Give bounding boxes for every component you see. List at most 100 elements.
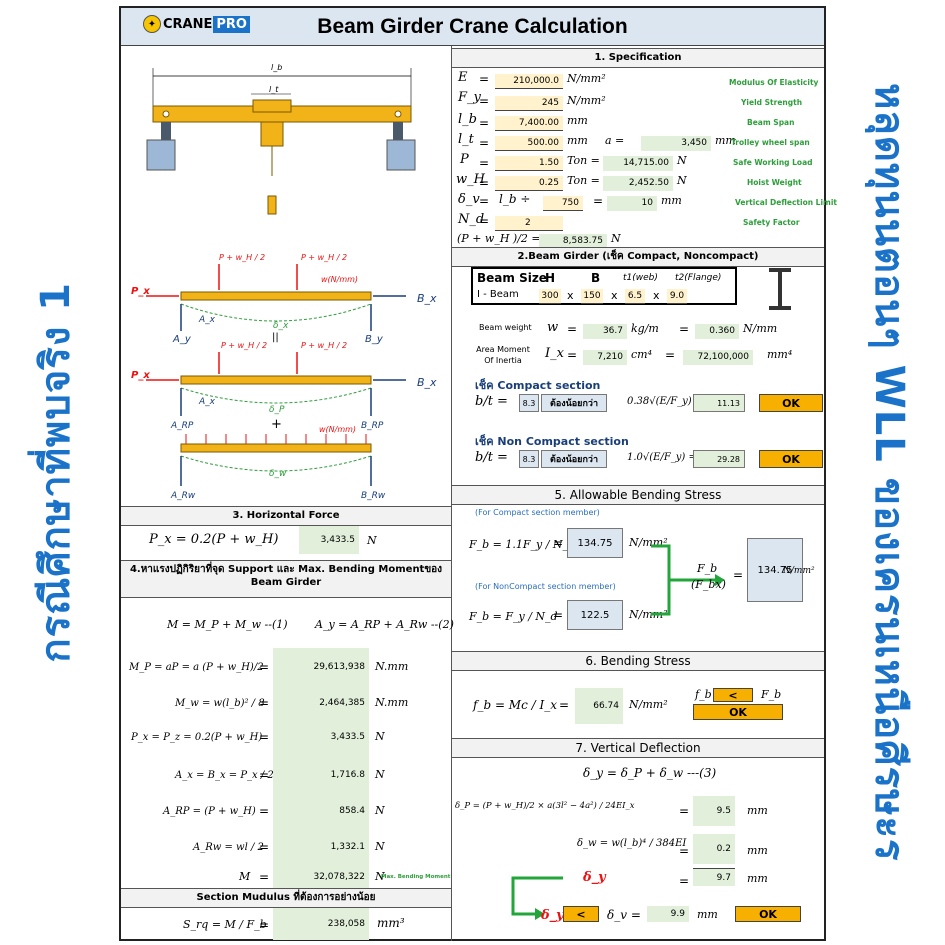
svg-text:P_x: P_x	[131, 370, 150, 381]
deflection-compare-badge: <	[563, 906, 599, 922]
lt-symbol: l_t	[458, 132, 474, 147]
lt-value[interactable]: 500.00	[495, 136, 563, 151]
column-divider	[451, 46, 452, 941]
allowable-stress-header: 5. Allowable Bending Stress	[452, 485, 824, 505]
svg-text:+: +	[271, 417, 282, 432]
wh-symbol: w_H	[456, 172, 485, 187]
half-load-value: 8,583.75	[539, 234, 607, 249]
fy-symbol: F_y	[458, 90, 481, 105]
logo-text-pro: PRO	[213, 15, 250, 33]
svg-text:w(N/mm): w(N/mm)	[321, 275, 358, 284]
wh-value[interactable]: 0.25	[495, 176, 563, 191]
reaction-header: 4.หาแรงปฏิกิริยาที่จุด Support และ Max. …	[121, 560, 451, 598]
svg-text:B_y: B_y	[365, 334, 384, 345]
svg-text:A_x: A_x	[198, 315, 216, 325]
logo-text: CRANE	[163, 16, 213, 32]
spec-header: 1. Specification	[452, 48, 824, 68]
svg-text:B_x: B_x	[417, 292, 437, 305]
svg-text:w(N/mm): w(N/mm)	[319, 425, 356, 434]
rail-support-right	[386, 139, 416, 171]
deflection-w-value: 0.2	[693, 834, 735, 864]
section-modulus-header: Section Mudulus ที่ต้องการอย่างน้อย	[121, 888, 451, 908]
left-side-caption: กรณีศึกษาที่พบจริง 1	[33, 282, 79, 663]
deflection-limit-value: 9.9	[647, 906, 689, 922]
page-title: Beam Girder Crane Calculation	[317, 14, 628, 38]
svg-text:P + w_H / 2: P + w_H / 2	[301, 341, 347, 350]
dv-symbol: δ_v	[458, 192, 480, 207]
rail-support-left	[146, 139, 176, 171]
svg-text:B_RP: B_RP	[361, 421, 384, 431]
fy-value[interactable]: 245	[495, 96, 563, 111]
fb-noncompact-value: 122.5	[567, 600, 623, 630]
selection-arrow	[651, 544, 725, 616]
e-value[interactable]: 210,000.0	[495, 74, 563, 89]
a-value[interactable]: 3,450	[641, 136, 711, 151]
beam-diagram: l_b l_t P + w_H / 2 P + w_H / 2 w(N/mm) …	[131, 63, 437, 501]
end-truck-left	[161, 122, 171, 140]
beam-size-box: Beam Size H B t1(web) t2(Flange) I - Bea…	[471, 267, 737, 305]
svg-text:A_y: A_y	[172, 334, 192, 345]
lb-value[interactable]: 7,400.00	[495, 116, 563, 131]
fb-selected-value: 134.75	[747, 538, 803, 602]
nd-symbol: N_d	[458, 212, 485, 227]
svg-text:P + w_H / 2: P + w_H / 2	[221, 341, 267, 350]
hook	[267, 195, 277, 215]
deflection-header: 7. Vertical Deflection	[452, 738, 824, 758]
results-column	[273, 648, 369, 892]
load-diagram-2: P + w_H / 2 P + w_H / 2 P_x δ_P A_RP B_R…	[131, 341, 437, 432]
svg-text:δ_w: δ_w	[269, 469, 287, 479]
ax-value: 1,716.8	[330, 770, 365, 780]
lb-dimension-label: l_b	[271, 63, 282, 72]
horizontal-force-value: 3,433.5	[299, 526, 359, 554]
deflection-total-value: 9.7	[693, 868, 735, 886]
compact-ok-badge: OK	[759, 394, 823, 412]
nd-value[interactable]: 2	[495, 216, 563, 231]
svg-text:A_RP: A_RP	[170, 421, 194, 431]
deflection-p-value: 9.5	[693, 796, 735, 826]
svg-text:A_x: A_x	[198, 397, 216, 407]
svg-text:B_Rw: B_Rw	[361, 491, 386, 501]
svg-text:B_x: B_x	[417, 376, 437, 389]
mp-value: 29,613,938	[313, 662, 365, 672]
hoist	[260, 121, 284, 147]
max-moment-value: 32,078,322	[313, 872, 365, 882]
lt-dimension-label: l_t	[269, 85, 279, 94]
arw-value: 1,332.1	[330, 842, 365, 852]
horizontal-force-header: 3. Horizontal Force	[121, 506, 451, 526]
e-symbol: E	[458, 70, 468, 85]
deflection-divisor[interactable]: 750	[543, 196, 583, 211]
load-diagram-3: w(N/mm) δ_w A_Rw B_Rw	[170, 425, 386, 501]
svg-text:||: ||	[272, 332, 279, 343]
svg-text:δ_P: δ_P	[269, 405, 285, 415]
deflection-arrow	[511, 876, 563, 920]
crane-logo-icon: ✦	[143, 15, 161, 33]
trolley	[252, 99, 292, 113]
lb-symbol: l_b	[458, 112, 477, 127]
deflection-ok-badge: OK	[735, 906, 801, 922]
p-value[interactable]: 1.50	[495, 156, 563, 171]
bending-stress-header: 6. Bending Stress	[452, 651, 824, 671]
svg-text:A_Rw: A_Rw	[170, 491, 196, 501]
svg-text:P + w_H / 2: P + w_H / 2	[219, 253, 265, 262]
noncompact-ok-badge: OK	[759, 450, 823, 468]
svg-text:δ_x: δ_x	[273, 321, 289, 331]
right-side-caption: หลุดทุนนตอนๆ WLL ของเครนเหนือศีรษะร	[866, 83, 912, 862]
arp-value: 858.4	[339, 806, 365, 816]
svg-text:P_x: P_x	[131, 286, 150, 297]
stress-ok-badge: OK	[693, 704, 783, 720]
section-modulus-value: 238,058	[273, 908, 369, 940]
mw-value: 2,464,385	[319, 698, 365, 708]
load-diagram-1: P + w_H / 2 P + w_H / 2 w(N/mm) P_x δ_x …	[131, 253, 437, 345]
svg-text:P + w_H / 2: P + w_H / 2	[301, 253, 347, 262]
fb-compact-value: 134.75	[567, 528, 623, 558]
p-symbol: P	[460, 152, 469, 167]
beam-girder-header: 2.Beam Girder (เช็ค Compact, Noncompact)	[452, 247, 824, 267]
end-truck-right	[393, 122, 403, 140]
fb-actual-value: 66.74	[575, 688, 623, 724]
i-beam-section-icon	[769, 268, 791, 310]
px-value: 3,433.5	[330, 732, 365, 742]
stress-compare-badge: <	[713, 688, 753, 702]
